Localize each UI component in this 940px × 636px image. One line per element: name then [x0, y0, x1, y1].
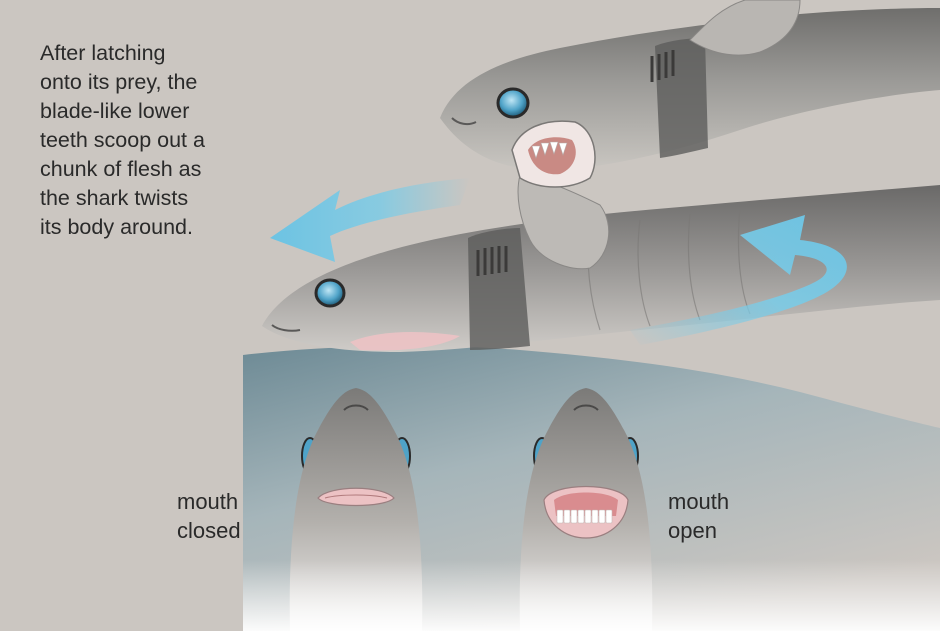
- description-line: teeth scoop out a: [40, 126, 205, 155]
- description-line: After latching: [40, 39, 205, 68]
- label-line: open: [668, 516, 729, 545]
- label-mouth-closed: mouth closed: [177, 487, 241, 545]
- description-line: its body around.: [40, 213, 205, 242]
- label-line: closed: [177, 516, 241, 545]
- label-mouth-open: mouth open: [668, 487, 729, 545]
- description-line: blade-like lower: [40, 97, 205, 126]
- description-line: the shark twists: [40, 184, 205, 213]
- label-line: mouth: [668, 487, 729, 516]
- eye-upper: [498, 89, 528, 117]
- description-caption: After latching onto its prey, the blade-…: [40, 39, 205, 242]
- description-line: chunk of flesh as: [40, 155, 205, 184]
- eye-lower: [316, 280, 344, 306]
- label-line: mouth: [177, 487, 241, 516]
- description-line: onto its prey, the: [40, 68, 205, 97]
